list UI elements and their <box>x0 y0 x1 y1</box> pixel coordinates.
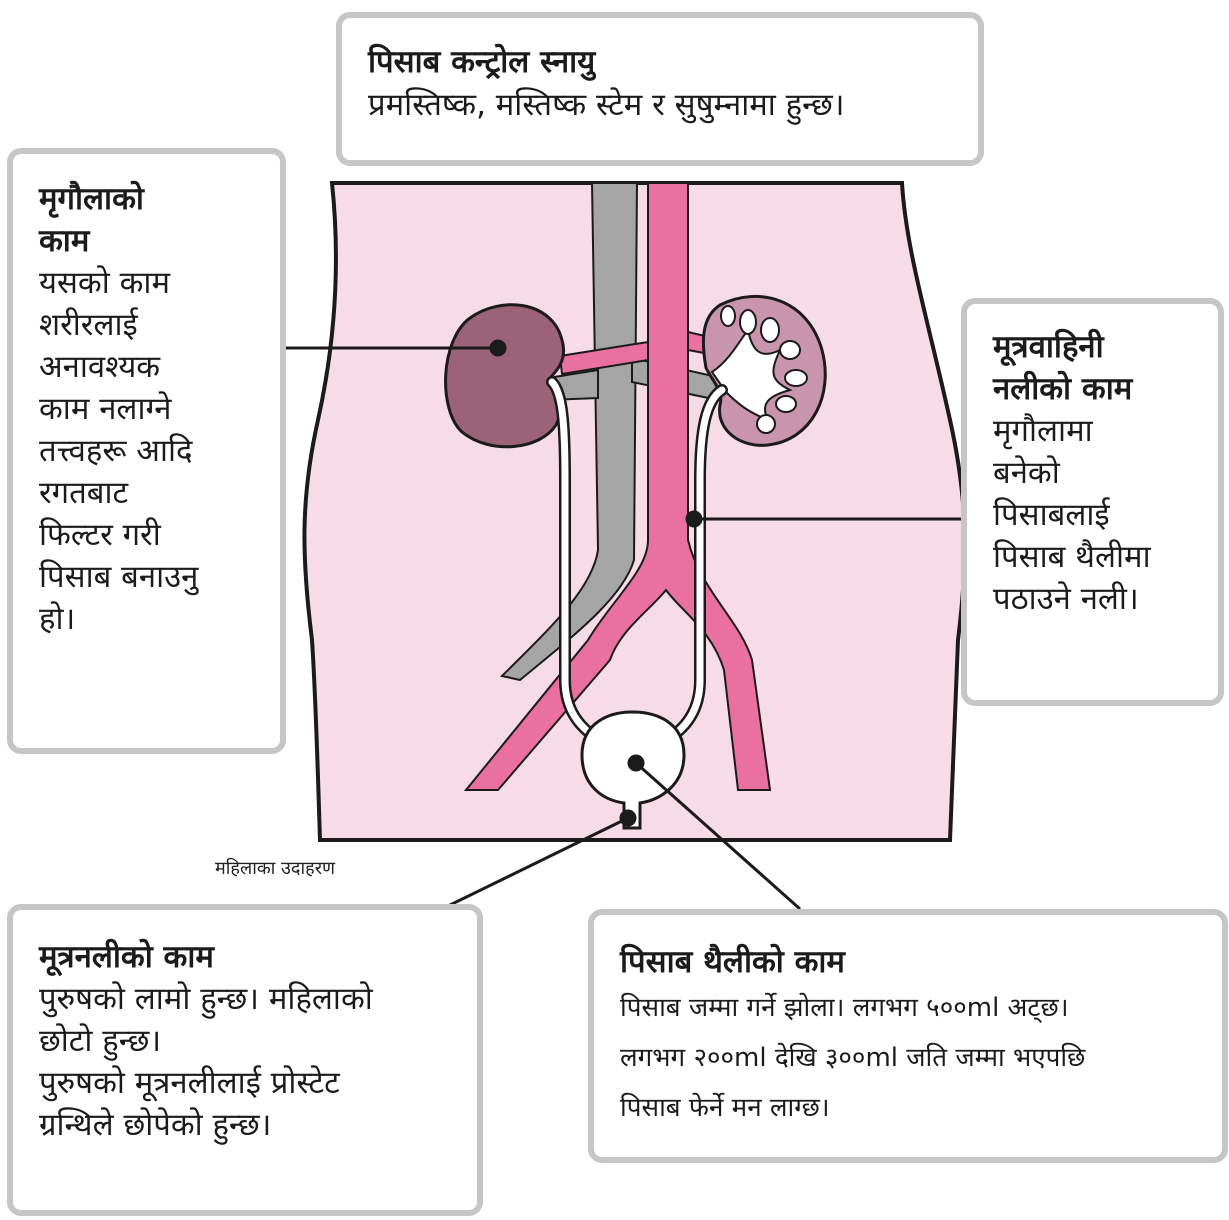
callout-bladder-function: पिसाब थैलीको काम पिसाब जम्मा गर्ने झोला।… <box>588 909 1228 1163</box>
callout-title: पिसाब कन्ट्रोल स्नायु <box>368 40 952 84</box>
callout-urination-nerve: पिसाब कन्ट्रोल स्नायु प्रमस्तिष्क, मस्ति… <box>336 12 984 166</box>
callout-body: प्रमस्तिष्क, मस्तिष्क स्टेम र सुषुम्नामा… <box>368 84 952 126</box>
leader-bladder-dot <box>629 756 643 770</box>
callout-title: मूत्रवाहिनी नलीको काम <box>993 326 1192 410</box>
callout-title: पिसाब थैलीको काम <box>620 941 1196 983</box>
callout-kidney-function: मृगौलाको काम यसको काम शरीरलाई अनावश्यक क… <box>7 148 286 754</box>
callout-body: पिसाब जम्मा गर्ने झोला। लगभग ५००ml अट्छ।… <box>620 983 1196 1133</box>
left-kidney <box>446 305 564 447</box>
callout-ureter-function: मूत्रवाहिनी नलीको काम मृगौलामा बनेको पिस… <box>961 298 1224 706</box>
callout-title: मृगौलाको काम <box>39 178 254 262</box>
leader-kidney-dot <box>491 341 505 355</box>
callout-body: मृगौलामा बनेको पिसाबलाई पिसाब थैलीमा पठा… <box>993 410 1192 620</box>
figure-caption: महिलाका उदाहरण <box>215 856 335 882</box>
callout-body: यसको काम शरीरलाई अनावश्यक काम नलाग्ने तत… <box>39 262 254 640</box>
callout-body: पुरुषको लामो हुन्छ। महिलाको छोटो हुन्छ। … <box>39 978 451 1146</box>
leader-ureter-dot <box>687 512 701 526</box>
leader-urethra-dot <box>621 811 635 825</box>
callout-urethra-function: मूत्रनलीको काम पुरुषको लामो हुन्छ। महिला… <box>7 904 483 1216</box>
callout-title: मूत्रनलीको काम <box>39 936 451 978</box>
